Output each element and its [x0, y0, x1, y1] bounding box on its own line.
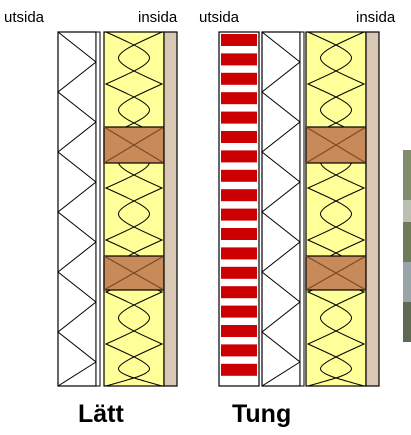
brick-course: [221, 228, 257, 240]
brick-course: [221, 34, 257, 46]
label-inside-heavy: insida: [356, 9, 396, 26]
brick-course: [221, 53, 257, 66]
heavy-outer-board: [261, 31, 301, 387]
heavy-wind-barrier: [299, 31, 305, 387]
light-wall-section: [57, 31, 178, 387]
heavy-stud-lower: [305, 255, 367, 291]
brick-course: [221, 266, 257, 279]
light-stud-upper: [103, 126, 165, 164]
light-insulation-wave: [104, 31, 150, 387]
brick-course: [221, 305, 257, 318]
label-outside-heavy: utsida: [199, 9, 240, 26]
brick-course: [221, 169, 257, 182]
light-inner-lining: [163, 31, 178, 387]
brick-course: [221, 72, 257, 85]
heavy-insulation: [305, 31, 367, 387]
brick-course: [221, 363, 257, 376]
brick-course: [221, 92, 257, 105]
light-outer-board: [57, 31, 97, 387]
brick-course: [221, 189, 257, 202]
photo-fragment: [403, 150, 411, 342]
heavy-bricks: [221, 34, 257, 376]
heavy-stud-upper: [305, 126, 367, 164]
brick-course: [221, 286, 257, 299]
heavy-insulation-wave: [306, 31, 352, 387]
label-inside-light: insida: [138, 9, 178, 26]
brick-course: [221, 208, 257, 221]
heavy-wall-section: [218, 31, 380, 387]
brick-course: [221, 325, 257, 337]
light-insulation: [103, 31, 165, 387]
brick-course: [221, 111, 257, 124]
brick-course: [221, 150, 257, 163]
heavy-insulation-wave-2: [320, 31, 366, 387]
light-insulation-wave-2: [118, 31, 164, 387]
light-wind-barrier: [95, 31, 101, 387]
heavy-outer-zigzag: [261, 31, 301, 387]
light-wall-caption: Lätt: [78, 400, 124, 428]
light-outer-zigzag: [57, 31, 97, 387]
label-outside-light: utsida: [4, 9, 45, 26]
brick-course: [221, 344, 257, 357]
brick-course: [221, 247, 257, 260]
light-stud-lower: [103, 255, 165, 291]
heavy-wall-caption: Tung: [232, 400, 292, 428]
heavy-inner-lining: [365, 31, 380, 387]
brick-course: [221, 131, 257, 143]
